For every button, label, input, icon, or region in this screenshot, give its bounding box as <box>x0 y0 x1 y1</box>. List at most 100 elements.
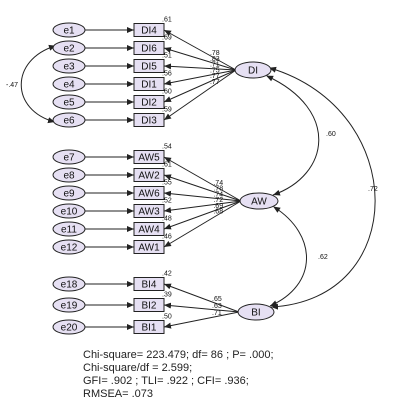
error-term <box>52 112 86 128</box>
loading-path <box>163 69 237 103</box>
loading-value: .74 <box>213 180 223 187</box>
indicator-label: DI6 <box>141 44 157 55</box>
indicator-label: DI1 <box>141 80 157 91</box>
loading-value: .78 <box>210 50 220 57</box>
error-label: e4 <box>63 80 75 91</box>
observed-variable <box>133 23 165 37</box>
error-label: e19 <box>61 301 78 312</box>
error-covariance-e2-e6 <box>20 44 56 124</box>
error-label: e10 <box>61 207 78 218</box>
r-squared-value: .60 <box>162 89 172 96</box>
covariance-di-bi-value: .72 <box>368 186 378 193</box>
error-label: e8 <box>63 171 75 182</box>
error-label: e6 <box>63 116 75 127</box>
observed-variable <box>133 77 165 91</box>
error-label: e11 <box>61 225 77 236</box>
observed-variable <box>133 168 165 182</box>
r-squared-value: .51 <box>162 53 172 60</box>
latent-label: DI <box>248 66 258 77</box>
loading-path <box>163 190 242 202</box>
error-label: e2 <box>63 44 75 55</box>
loading-path <box>163 200 242 248</box>
observed-variable <box>133 240 165 254</box>
indicator-label: AW3 <box>138 207 160 218</box>
error-label: e9 <box>63 189 75 200</box>
error-term <box>52 40 86 56</box>
r-squared-value: .39 <box>162 292 172 299</box>
r-squared-value: .52 <box>162 198 172 205</box>
fit-chi-square: Chi-square= 223.479; df= 86 ; P= .000; <box>83 349 274 361</box>
loading-value: .77 <box>210 79 220 86</box>
error-term <box>52 22 86 38</box>
observed-variable <box>133 150 165 164</box>
r-squared-value: .42 <box>162 271 172 278</box>
loading-path <box>163 29 237 71</box>
observed-variable <box>133 222 165 236</box>
loading-value: .83 <box>210 56 220 63</box>
loading-path <box>163 283 240 313</box>
loading-value: .69 <box>213 203 223 210</box>
error-label: e5 <box>63 98 75 109</box>
loading-path <box>163 63 237 71</box>
loading-path <box>163 156 242 202</box>
indicator-label: AW6 <box>138 189 160 200</box>
error-term <box>52 167 86 183</box>
fit-gfi-tli-cfi: GFI= .902 ; TLI= .922 ; CFI= .936; <box>83 375 249 387</box>
indicator-label: AW2 <box>138 171 160 182</box>
indicator-label: DI4 <box>141 26 157 37</box>
loading-value: .72 <box>213 197 223 204</box>
latent-di <box>234 61 272 79</box>
indicator-label: BI4 <box>141 280 156 291</box>
r-squared-value: .59 <box>162 107 172 114</box>
error-label: e7 <box>63 153 75 164</box>
r-squared-value: .61 <box>162 162 172 169</box>
loading-value: .65 <box>212 296 222 303</box>
observed-variable <box>133 113 165 127</box>
indicator-label: AW1 <box>138 243 160 254</box>
loading-value: .75 <box>210 67 220 74</box>
error-label: e18 <box>61 280 78 291</box>
latent-aw <box>239 192 279 210</box>
observed-variable <box>133 186 165 200</box>
loading-value: .77 <box>210 73 220 80</box>
indicator-label: AW5 <box>138 153 160 164</box>
loading-path <box>163 69 237 121</box>
r-squared-value: .56 <box>162 71 172 78</box>
r-squared-value: .46 <box>162 234 172 241</box>
error-covariance-value: -.47 <box>6 82 18 89</box>
covariance-di-bi <box>269 66 376 310</box>
error-term <box>52 203 86 219</box>
loading-path <box>163 200 242 214</box>
loading-path <box>163 311 240 329</box>
error-label: e12 <box>61 243 78 254</box>
observed-variable <box>133 320 165 334</box>
latent-label: BI <box>251 308 260 319</box>
r-squared-value: .61 <box>162 17 172 24</box>
error-term <box>52 297 86 313</box>
error-label: e20 <box>61 323 78 334</box>
loading-path <box>163 200 242 230</box>
error-term <box>52 149 86 165</box>
loading-value: .74 <box>213 191 223 198</box>
r-squared-value: .50 <box>162 314 172 321</box>
error-label: e1 <box>63 26 75 37</box>
covariance-di-aw <box>266 75 320 196</box>
error-label: e3 <box>63 62 75 73</box>
error-term <box>52 221 86 237</box>
loading-path <box>163 302 240 313</box>
latent-bi <box>237 303 275 321</box>
indicator-label: AW4 <box>138 225 160 236</box>
observed-variable <box>133 298 165 312</box>
indicator-label: DI3 <box>141 116 157 127</box>
loading-value: .63 <box>212 303 222 310</box>
covariance-aw-bi <box>269 206 307 307</box>
indicator-label: BI1 <box>141 323 156 334</box>
indicator-label: BI2 <box>141 301 156 312</box>
loading-value: .71 <box>210 62 220 69</box>
loading-path <box>163 47 237 71</box>
fit-rmsea: RMSEA= .073 <box>83 388 154 400</box>
observed-variable <box>133 59 165 73</box>
observed-variable <box>133 277 165 291</box>
covariance-di-aw-value: .60 <box>326 131 336 138</box>
indicator-label: DI2 <box>141 98 157 109</box>
